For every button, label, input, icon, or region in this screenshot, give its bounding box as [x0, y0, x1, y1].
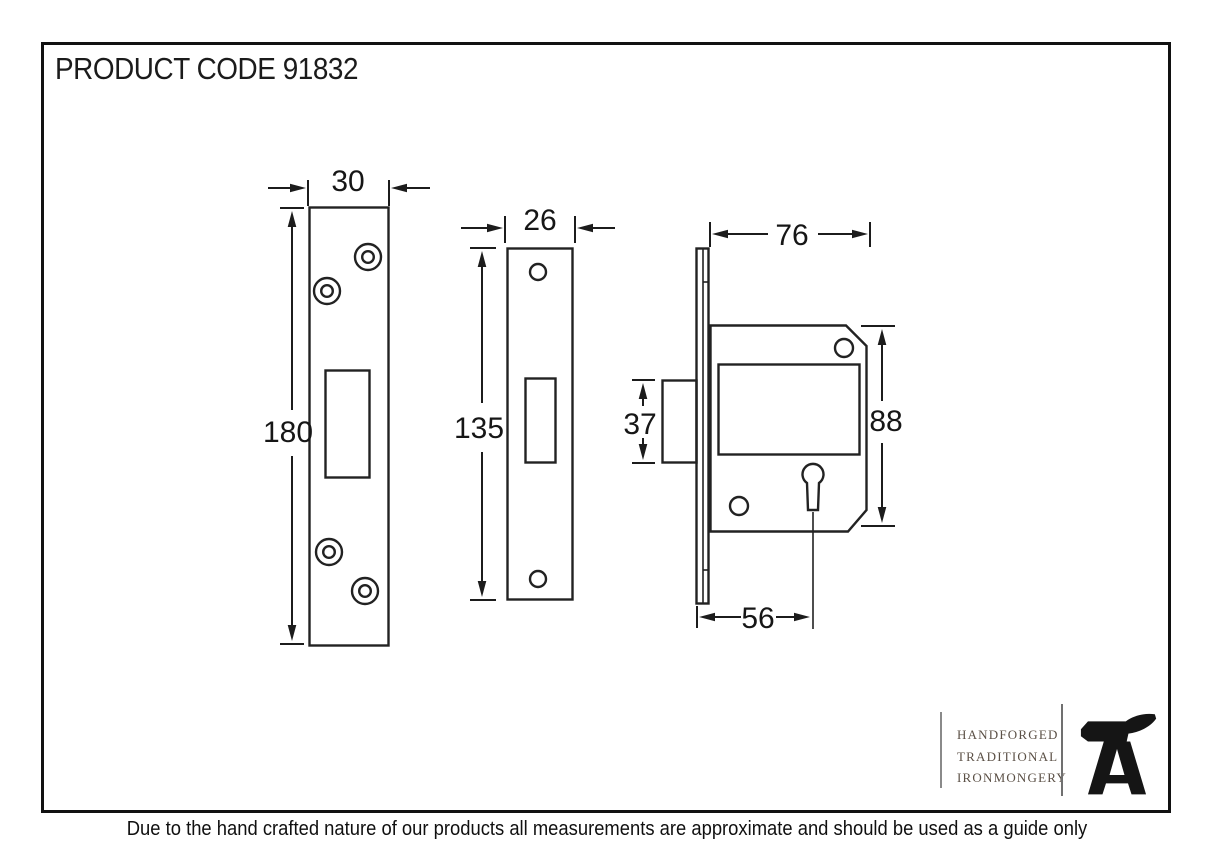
anvil-top	[1080, 713, 1157, 742]
deadbolt	[661, 379, 698, 464]
screw-hole	[353, 242, 383, 272]
screw-hole	[350, 576, 380, 606]
logo-divider-left	[940, 712, 942, 788]
arrowhead-up-icon	[477, 251, 487, 267]
arrowhead-up-icon	[287, 211, 297, 227]
arrowhead-right-icon	[852, 229, 868, 239]
arrowhead-left-icon	[712, 229, 728, 239]
dim-label-bolt: 37	[623, 408, 656, 441]
arrowhead-up-icon	[877, 329, 887, 345]
lock-case-inner-panel	[717, 363, 861, 456]
arrowhead-down-icon	[638, 444, 648, 460]
logo-divider-right	[1061, 704, 1063, 796]
dim-label-width: 30	[331, 165, 364, 198]
anvil-counter	[1109, 749, 1125, 775]
strike-plate-outline	[308, 206, 390, 647]
brand-line: HANDFORGED	[957, 727, 1059, 742]
arrowhead-down-icon	[287, 625, 297, 641]
screw-hole	[528, 262, 548, 282]
dim-label-depth: 76	[775, 219, 808, 252]
screw-hole	[528, 569, 548, 589]
arrowhead-left-icon	[699, 612, 715, 622]
lock-case-body	[709, 324, 868, 533]
screw-hole-inner	[322, 545, 337, 560]
lock-case-view: 76 88 37 56	[623, 219, 902, 635]
arrowhead-left-icon	[391, 183, 407, 193]
dim-label-height: 135	[454, 412, 504, 445]
screw-hole	[312, 276, 342, 306]
keyhole-icon	[801, 462, 825, 512]
brand-wordmark: HANDFORGED TRADITIONAL IRONMONGERY	[957, 724, 1067, 789]
page-title: PRODUCT CODE 91832	[55, 51, 359, 86]
brand-line: IRONMONGERY	[957, 770, 1067, 785]
strike-plate-view: 30 180	[263, 165, 430, 647]
case-fixing-hole	[728, 495, 750, 517]
screw-hole-inner	[358, 584, 373, 599]
screw-hole	[314, 537, 344, 567]
faceplate-cutout	[524, 377, 557, 464]
arrowhead-right-icon	[487, 223, 503, 233]
sheet-border-frame	[41, 42, 1171, 813]
arrowhead-left-icon	[577, 223, 593, 233]
dim-label-backset: 56	[741, 602, 774, 635]
arrowhead-down-icon	[877, 507, 887, 523]
arrowhead-down-icon	[477, 581, 487, 597]
screw-hole-inner	[320, 284, 335, 299]
brand-line: TRADITIONAL	[957, 748, 1059, 764]
screw-hole-inner	[361, 249, 376, 264]
disclaimer-text: Due to the hand crafted nature of our pr…	[126, 818, 1088, 840]
strike-plate-cutout	[324, 369, 371, 479]
arrowhead-up-icon	[638, 383, 648, 399]
faceplate-view: 26 135	[454, 204, 615, 601]
dim-label-height: 180	[263, 416, 313, 449]
dim-label-case-height: 88	[869, 405, 902, 438]
case-fixing-hole	[833, 337, 855, 359]
faceplate-outline	[506, 247, 574, 601]
arrowhead-right-icon	[794, 612, 810, 622]
dim-label-width: 26	[523, 204, 556, 237]
anvil-a-logo-icon	[1080, 713, 1157, 795]
arrowhead-right-icon	[290, 183, 306, 193]
